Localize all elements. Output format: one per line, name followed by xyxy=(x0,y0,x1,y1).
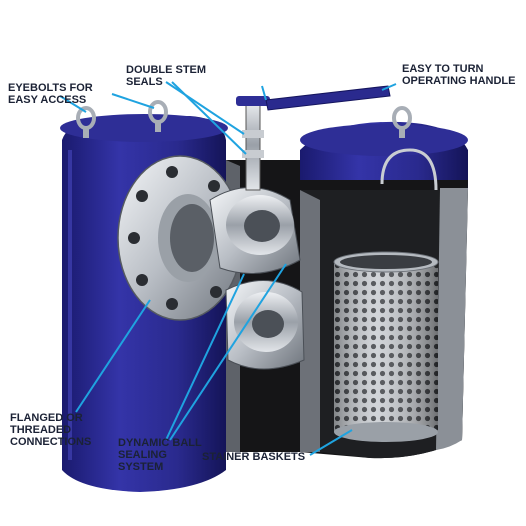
label-line: SEALS xyxy=(126,76,163,88)
label-line: FLANGED OR xyxy=(10,412,83,424)
label-line: SEALING xyxy=(118,449,167,461)
ball-valve-lower xyxy=(225,280,305,370)
operating-handle xyxy=(265,85,391,111)
label-line: THREADED xyxy=(10,424,72,436)
strainer-basket xyxy=(333,148,439,442)
label-line: SYSTEM xyxy=(118,461,164,473)
eyebolt-1 xyxy=(76,106,96,138)
label-eyebolts: EYEBOLTS FOR EASY ACCESS xyxy=(8,82,93,106)
leader-lines xyxy=(59,81,397,456)
label-line: DOUBLE STEM xyxy=(126,64,207,76)
label-line: EYEBOLTS FOR xyxy=(8,82,93,94)
inlet-flange xyxy=(117,155,243,321)
label-line: DYNAMIC BALL xyxy=(118,437,202,449)
valve-stem xyxy=(236,96,270,191)
label-line: CONNECTIONS xyxy=(10,436,92,448)
label-dynamic-ball-sealing: DYNAMIC BALL SEALING SYSTEM xyxy=(118,437,202,473)
right-housing-shell xyxy=(436,188,468,450)
eyebolt-2 xyxy=(148,100,168,132)
eyebolt-3 xyxy=(392,106,412,138)
label-double-stem-seals: DOUBLE STEM SEALS xyxy=(126,64,206,88)
label-line: EASY TO TURN xyxy=(402,63,484,75)
ball-valve-upper xyxy=(209,187,301,274)
label-operating-handle: EASY TO TURN OPERATING HANDLE xyxy=(402,63,515,87)
label-strainer-baskets: STAINER BASKETS xyxy=(202,451,305,463)
right-housing-cover xyxy=(300,121,468,190)
label-line: STAINER BASKETS xyxy=(202,451,306,463)
label-flanged-connections: FLANGED OR THREADED CONNECTIONS xyxy=(10,412,91,448)
label-line: EASY ACCESS xyxy=(8,94,87,106)
label-line: OPERATING HANDLE xyxy=(402,75,516,87)
